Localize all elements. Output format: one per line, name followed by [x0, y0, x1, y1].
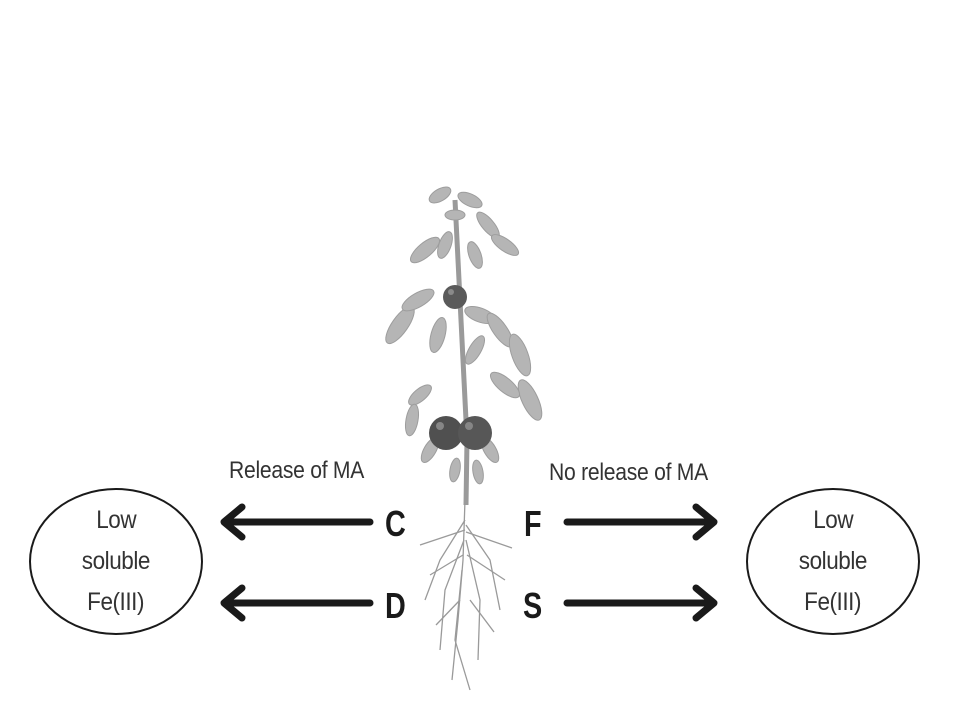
- stem-icon: [452, 199, 470, 506]
- ellipse-line: Low: [96, 506, 136, 534]
- low-soluble-fe-left-ellipse: Low soluble Fe(III): [29, 488, 203, 635]
- ellipse-line: Low: [813, 506, 853, 534]
- label-s: S: [523, 585, 543, 626]
- ellipse-line: soluble: [81, 547, 151, 575]
- low-soluble-fe-right-ellipse: Low soluble Fe(III): [746, 488, 920, 635]
- arrow-left-d-icon: [220, 584, 374, 622]
- ellipse-line: soluble: [798, 547, 868, 575]
- label-f: F: [524, 503, 542, 544]
- ellipse-line: Fe(III): [87, 588, 145, 616]
- ellipse-line: Fe(III): [804, 588, 862, 616]
- arrow-right-f-icon: [563, 503, 718, 541]
- no-release-of-ma-caption: No release of MA: [549, 459, 708, 486]
- roots-icon: [419, 499, 513, 691]
- arrow-right-s-icon: [563, 584, 718, 622]
- label-d: D: [385, 585, 406, 626]
- leaf-cluster-icon: [385, 186, 543, 485]
- tomato-fruit-icon: [429, 285, 492, 450]
- release-of-ma-caption: Release of MA: [229, 457, 365, 484]
- arrow-left-c-icon: [220, 503, 374, 541]
- label-c: C: [385, 503, 406, 544]
